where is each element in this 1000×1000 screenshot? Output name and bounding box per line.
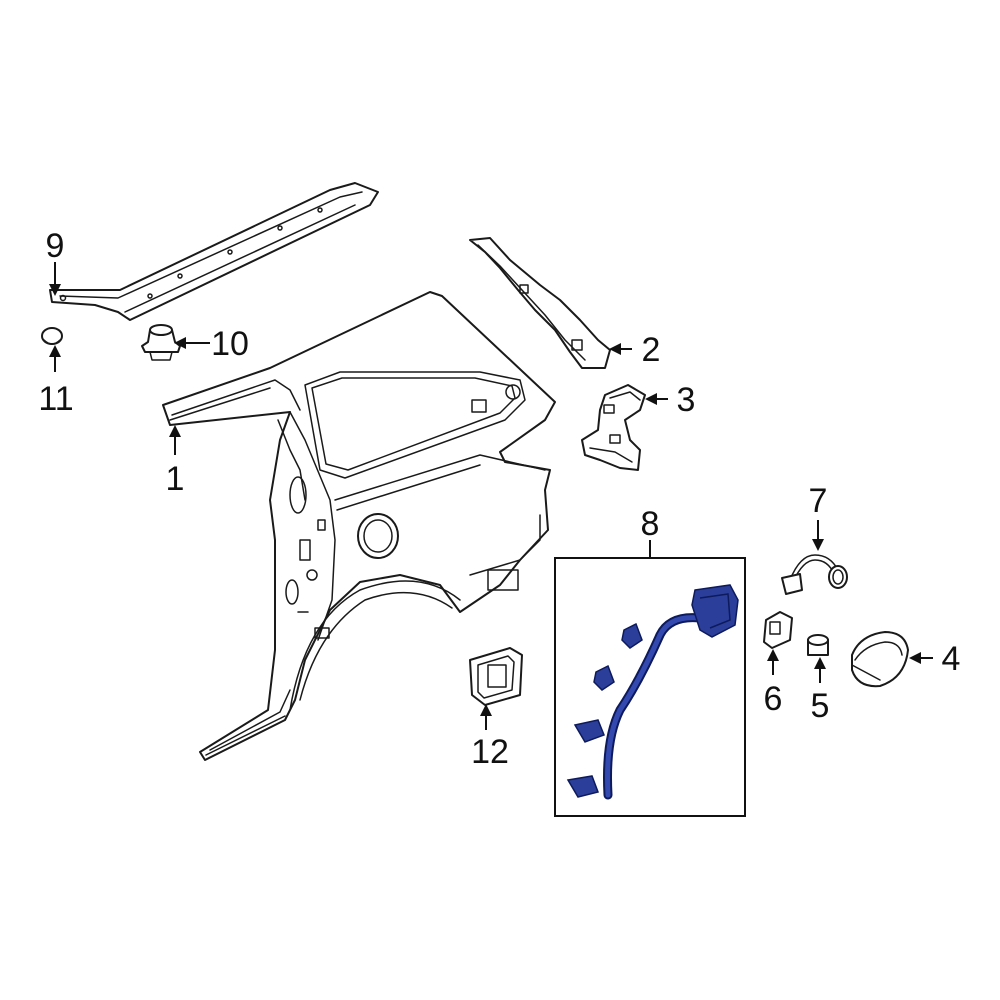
part-6-actuator[interactable]: [763, 611, 793, 649]
part-12-fuel-housing[interactable]: [469, 647, 523, 706]
callout-labels: 9 10 11 1 2 3 8 7 4 6 5 12: [38, 227, 960, 771]
callout-11: 11: [38, 380, 73, 418]
callout-8: 8: [641, 505, 660, 543]
callout-3: 3: [677, 381, 696, 419]
part-10-clip[interactable]: [141, 324, 181, 361]
callout-10: 10: [211, 325, 249, 363]
part-11-plug[interactable]: [41, 327, 63, 345]
callout-2: 2: [642, 331, 661, 369]
callout-7: 7: [809, 482, 828, 520]
callout-9: 9: [46, 227, 65, 265]
callout-4: 4: [942, 640, 961, 678]
part-2-inner-pillar[interactable]: [469, 237, 611, 369]
callout-12: 12: [471, 733, 509, 771]
part-3-bracket[interactable]: [581, 384, 646, 471]
callout-1: 1: [166, 460, 185, 498]
part-7-harness[interactable]: [781, 554, 848, 595]
part-5-bushing[interactable]: [807, 634, 829, 656]
leaders: [49, 262, 933, 730]
part-9-roof-rail[interactable]: [49, 182, 379, 321]
callout-5: 5: [811, 687, 830, 725]
part-1-quarter-panel[interactable]: [162, 291, 556, 761]
callout-6: 6: [764, 680, 783, 718]
part-8-fuel-lid-cable-group[interactable]: [554, 557, 746, 817]
part-4-fuel-door[interactable]: [851, 631, 909, 688]
